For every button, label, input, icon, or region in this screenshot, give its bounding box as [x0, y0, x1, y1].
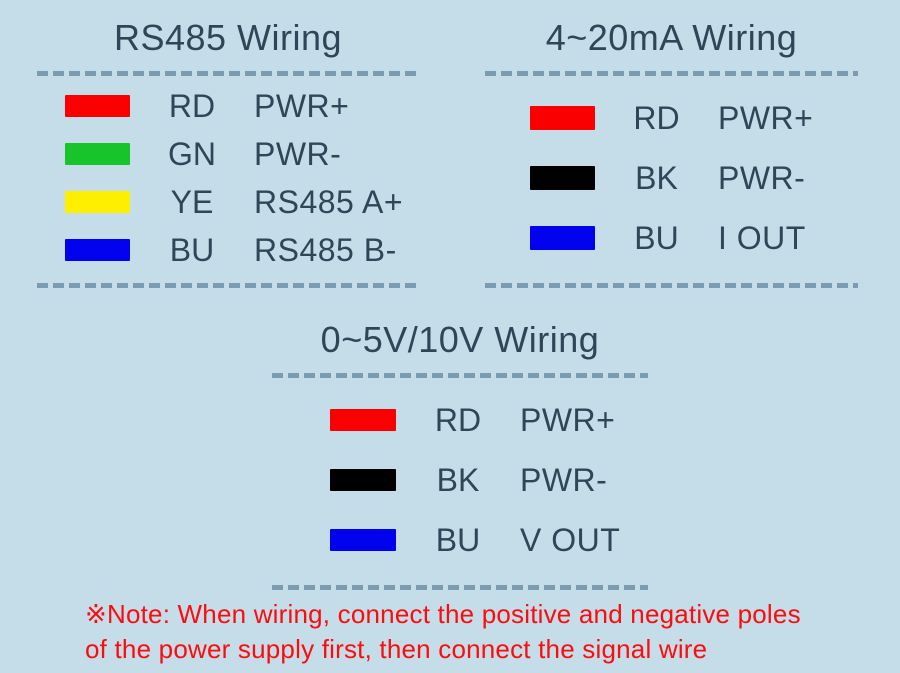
wire-signal: RS485 B-: [254, 231, 397, 268]
wire-row: GN PWR-: [37, 130, 419, 178]
wire-code: BU: [435, 521, 481, 558]
wire-color-swatch: [330, 409, 396, 431]
dashed-divider-top: [272, 373, 648, 378]
rs485-wiring-panel: RS485 Wiring RD PWR+ GN PWR- YE RS485 A+…: [37, 16, 419, 288]
wire-color-swatch: [65, 143, 130, 165]
note-line-1: ※Note: When wiring, connect the positive…: [85, 599, 801, 629]
wire-row: BU V OUT: [272, 510, 648, 570]
wire-code: RD: [168, 87, 216, 124]
wire-code: BK: [635, 159, 678, 196]
dashed-divider-top: [485, 71, 858, 76]
wire-code: BU: [634, 219, 679, 256]
wire-signal: PWR-: [520, 461, 608, 498]
4-20ma-wiring-panel: 4~20mA Wiring RD PWR+ BK PWR- BU I OUT: [485, 16, 858, 288]
wire-row: BK PWR-: [485, 148, 858, 208]
wire-code: BK: [436, 461, 480, 498]
wire-row: BK PWR-: [272, 450, 648, 510]
dashed-divider-top: [37, 71, 419, 76]
wire-color-swatch: [330, 469, 396, 491]
note-line-2: of the power supply first, then connect …: [85, 634, 708, 664]
wire-row-list: RD PWR+ GN PWR- YE RS485 A+ BU RS485 B-: [37, 82, 419, 274]
wire-row: RD PWR+: [485, 88, 858, 148]
wire-row: BU RS485 B-: [37, 226, 419, 274]
wire-signal: PWR+: [254, 87, 350, 124]
wire-row-list: RD PWR+ BK PWR- BU V OUT: [272, 390, 648, 570]
wire-signal: RS485 A+: [254, 183, 403, 220]
wire-code: BU: [169, 231, 215, 268]
dashed-divider-bottom: [37, 283, 419, 288]
wire-color-swatch: [530, 166, 595, 190]
0-5v-10v-wiring-panel: 0~5V/10V Wiring RD PWR+ BK PWR- BU V OUT: [272, 318, 648, 590]
wire-code: GN: [168, 135, 216, 172]
wire-row: RD PWR+: [272, 390, 648, 450]
wire-color-swatch: [65, 95, 130, 117]
wire-signal: V OUT: [520, 521, 621, 558]
wire-color-swatch: [65, 191, 130, 213]
4-20ma-panel-title: 4~20mA Wiring: [545, 17, 798, 58]
wire-code: RD: [633, 99, 680, 136]
wire-color-swatch: [330, 529, 396, 551]
wire-signal: PWR+: [520, 401, 616, 438]
dashed-divider-bottom: [485, 283, 858, 288]
wire-row-list: RD PWR+ BK PWR- BU I OUT: [485, 88, 858, 268]
wire-row: YE RS485 A+: [37, 178, 419, 226]
wire-code: RD: [434, 401, 482, 438]
rs485-panel-title: RS485 Wiring: [113, 17, 343, 58]
0-5v-10v-panel-title: 0~5V/10V Wiring: [320, 319, 600, 360]
wire-signal: PWR-: [718, 159, 806, 196]
wire-row: RD PWR+: [37, 82, 419, 130]
wire-signal: PWR+: [718, 99, 814, 136]
wire-signal: PWR-: [254, 135, 342, 172]
wire-signal: I OUT: [718, 219, 806, 256]
wire-row: BU I OUT: [485, 208, 858, 268]
dashed-divider-bottom: [272, 585, 648, 590]
wire-color-swatch: [65, 239, 130, 261]
wiring-note: ※Note: When wiring, connect the positive…: [85, 597, 875, 667]
wire-code: YE: [170, 183, 214, 220]
wire-color-swatch: [530, 226, 595, 250]
wire-color-swatch: [530, 106, 595, 130]
